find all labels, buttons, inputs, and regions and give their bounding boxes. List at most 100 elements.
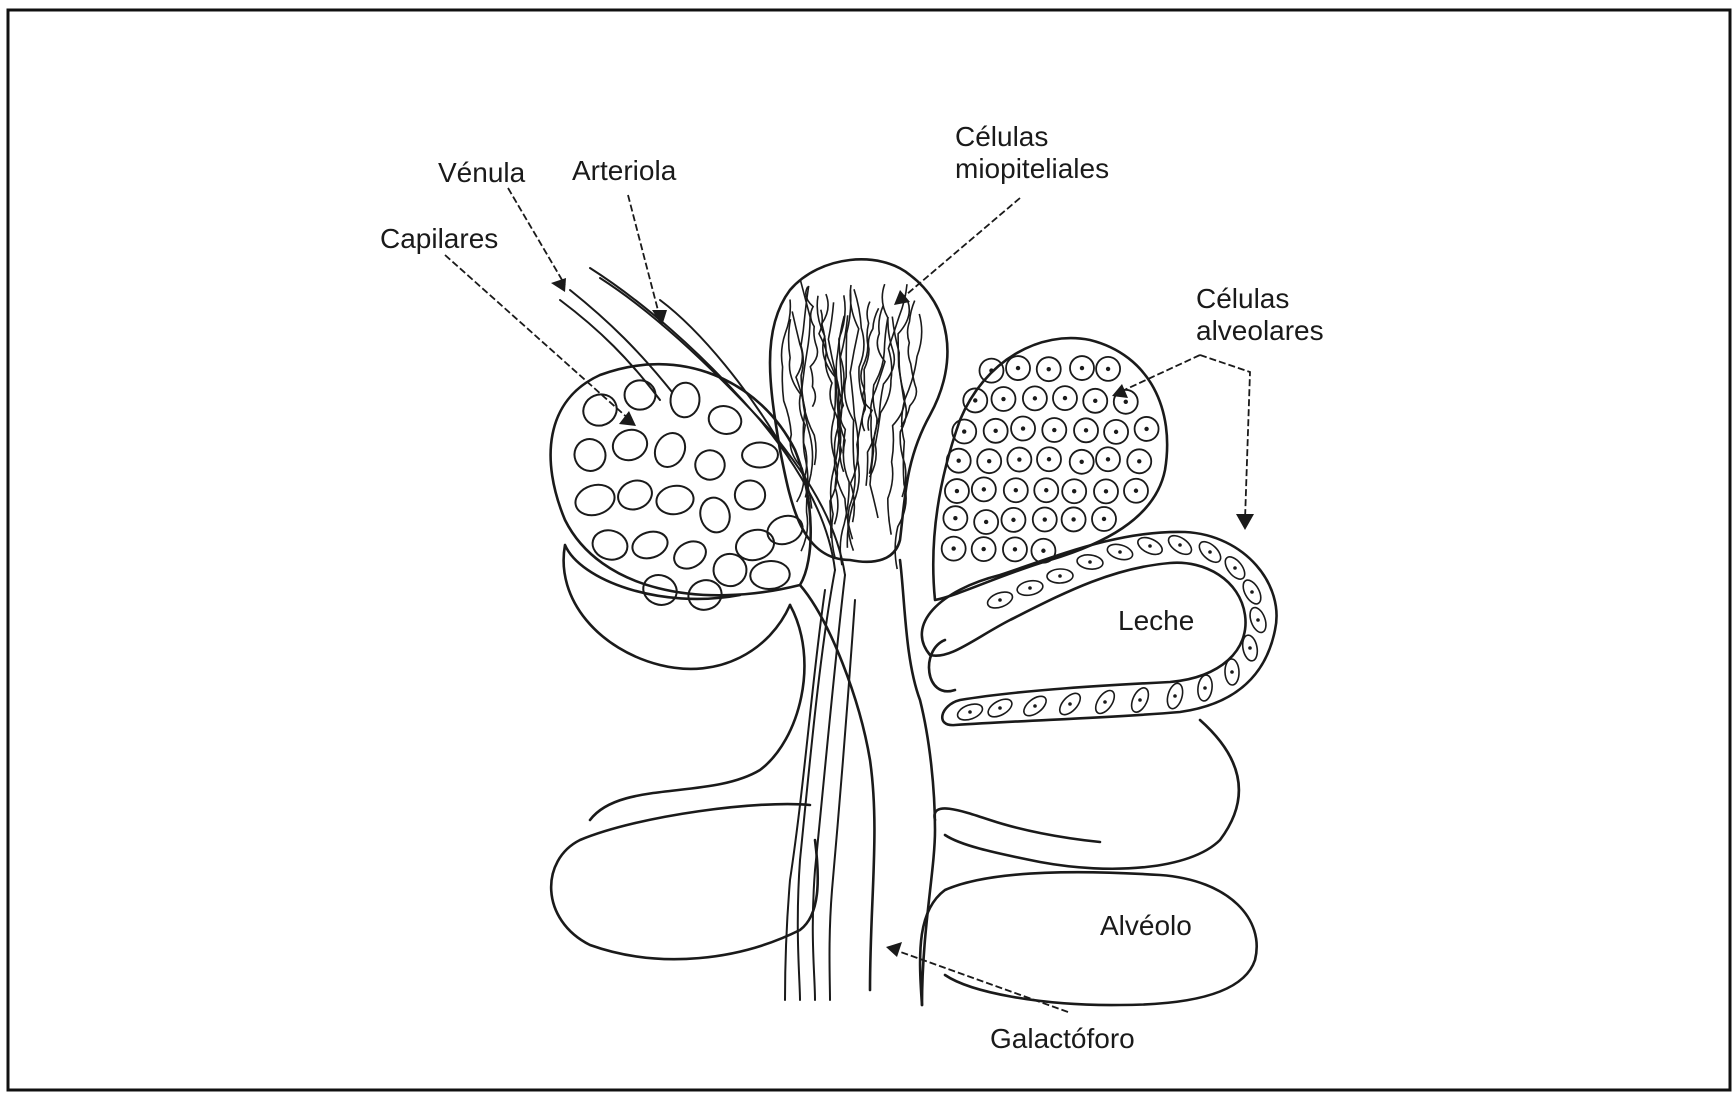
right-alveolus-lower [920,872,1257,1005]
alveolar-cell-nucleus [982,487,986,491]
alveolar-cell-nucleus [1021,426,1025,430]
alveolar-cell-nucleus [1052,428,1056,432]
capillary-cell [609,425,652,465]
alveolar-cell-nucleus [957,458,961,462]
label-alveolo: Alvéolo [1100,910,1192,941]
label-arteriola: Arteriola [572,155,677,186]
capillary-cell [578,389,621,431]
alveolar-cell-nucleus [993,429,997,433]
wall-cell-nucleus [1033,704,1037,708]
alveolar-cell-nucleus [1011,518,1015,522]
alveolar-cell-nucleus [1080,366,1084,370]
alveolar-cell-nucleus [1014,488,1018,492]
wall-cell-nucleus [1173,694,1177,698]
alveolar-cell-nucleus [1124,400,1128,404]
wall-cell-nucleus [1256,618,1260,622]
alveolar-cell-nucleus [1072,489,1076,493]
alveolar-cell-nucleus [1102,517,1106,521]
capillary-cell [705,402,744,437]
label-capilares: Capilares [380,223,498,254]
right-alveolus-small [934,808,1100,842]
alveolar-cell-nucleus [1137,459,1141,463]
alveolar-cell-nucleus [1033,396,1037,400]
wall-cell-nucleus [1233,566,1237,570]
wall-cell-nucleus [1230,670,1234,674]
capillary-cell [629,528,671,563]
alveolar-cell-nucleus [951,546,955,550]
label-celulas-mio-1: Células [955,121,1048,152]
left-alveolus-lower [551,804,818,959]
alveolar-cell-nucleus [1144,427,1148,431]
alveolar-cell-nucleus [1079,460,1083,464]
left-alveolus-middle [590,605,804,820]
wall-cell-nucleus [968,710,972,714]
alveolar-cell-nucleus [981,547,985,551]
label-leche: Leche [1118,605,1194,636]
alveolar-cell-nucleus [984,520,988,524]
alveolar-cell-nucleus [1106,457,1110,461]
blood-vessels [560,268,855,1000]
capillary-cell [742,442,778,468]
alveolar-cell-nucleus [1047,367,1051,371]
alveolar-cell-nucleus [1084,428,1088,432]
label-galactoforo: Galactóforo [990,1023,1135,1054]
wall-cell-nucleus [998,598,1002,602]
label-venula: Vénula [438,157,526,188]
capillary-cell [690,445,730,485]
label-celulas-alv-1: Células [1196,283,1289,314]
leader-lines [445,188,1254,1012]
label-celulas-mio-2: miopiteliales [955,153,1109,184]
alveolar-cell-nucleus [1071,517,1075,521]
wall-cell-nucleus [998,706,1002,710]
alveolar-cell-nucleus [1016,366,1020,370]
myoepithelial-fiber [863,308,879,430]
wall-cell-nucleus [1068,702,1072,706]
alveolar-cell-nucleus [987,459,991,463]
alveolar-cell-nucleus [1093,399,1097,403]
wall-cell-nucleus [1028,586,1032,590]
alveolar-cell-nucleus [1114,430,1118,434]
capillary-cell [732,525,777,564]
right-alveolus-middle [945,720,1239,869]
capillary-cell [625,380,656,409]
capillary-cell [570,435,610,476]
alveolar-cell-lobe [933,338,1167,600]
alveolar-cell-nucleus [1044,488,1048,492]
alveolar-cell-nucleus [955,489,959,493]
alveolar-cell-nucleus [1134,489,1138,493]
alveolar-cell-nucleus [953,516,957,520]
wall-cell-nucleus [1203,686,1207,690]
capillary-cell [763,511,806,549]
capillary-cell [696,494,734,536]
wall-cell-nucleus [1148,544,1152,548]
alveolar-cell-nucleus [1017,457,1021,461]
wall-cell-nucleus [1248,646,1252,650]
alveolar-cell-nucleus [989,368,993,372]
capillary-cell [669,382,701,419]
capillary-cell [572,480,619,520]
alveolar-cell-nucleus [1001,397,1005,401]
capillary-cell [654,483,695,517]
alveolar-cell-nucleus [973,398,977,402]
alveolar-cell-nucleus [1043,517,1047,521]
myoepithelial-lobe [770,259,947,569]
alveolar-cell-nucleus [1047,457,1051,461]
alveolar-cell-nucleus [1063,396,1067,400]
wall-cell-nucleus [1088,560,1092,564]
alveolar-cell-nucleus [1106,367,1110,371]
figure-frame [8,10,1730,1090]
alveolar-cells [942,356,1159,563]
capillary-cell [639,570,681,609]
capillary-cell [649,428,691,473]
wall-cell-nucleus [1250,590,1254,594]
galactophore-duct-right-wall [900,560,935,1005]
alveolar-cell-nucleus [1013,547,1017,551]
label-celulas-alv-2: alveolares [1196,315,1324,346]
alveolar-cell-nucleus [962,429,966,433]
alveolar-cell-nucleus [1041,549,1045,553]
wall-cell-nucleus [1118,550,1122,554]
wall-cell-nucleus [1138,698,1142,702]
wall-cell-nucleus [1178,543,1182,547]
